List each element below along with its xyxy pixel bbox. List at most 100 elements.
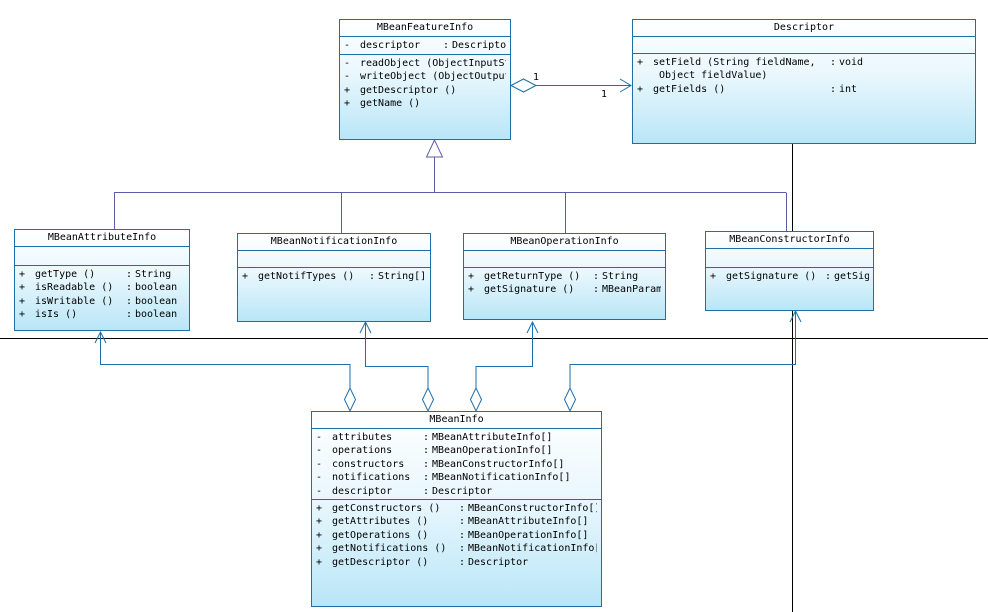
member-type: MBeanOperationInfo[] (432, 445, 553, 457)
class-name: MBeanInfo (312, 412, 601, 429)
type-separator: : (458, 529, 466, 541)
member-type: MBeanOperationInfo[] (468, 529, 589, 541)
aggregation-diamond-attribute (343, 386, 357, 413)
member-row: +getReturnType ():String (468, 270, 661, 283)
class-name: Descriptor (633, 20, 975, 37)
member-name: isReadable () (35, 282, 114, 294)
operation-section: + setField (String fieldName,: void Object… (633, 54, 975, 97)
visibility-marker: + (19, 282, 26, 294)
type-separator: : (125, 269, 133, 280)
member-name: getDescriptor () (332, 556, 429, 568)
attribute-section: -descriptor:Descriptor (340, 37, 510, 55)
open-arrowhead-constructor (789, 309, 802, 323)
member-row: +getAttributes ():MBeanAttributeInfo[] (316, 515, 597, 528)
visibility-marker: - (316, 458, 323, 470)
class-mbeanconstructorinfo[interactable]: MBeanConstructorInfo +getSignature ():ge… (705, 231, 874, 311)
class-mbeanattributeinfo[interactable]: MBeanAttributeInfo +getType ():String+is… (14, 229, 190, 331)
attribute-section (15, 247, 189, 266)
member-row: +getSignature ():MBeanParam (468, 283, 661, 296)
multiplicity-source-label: 1 (533, 72, 539, 83)
operation-section: -readObject (ObjectInputSt-writeObject (… (340, 55, 510, 112)
member-type: MBeanParam (602, 284, 661, 296)
class-descriptor[interactable]: Descriptor + setField (String fieldName,:… (632, 19, 976, 144)
type-separator: : (829, 83, 837, 95)
member-row: +getConstructors ():MBeanConstructorInfo… (316, 502, 597, 515)
attribute-section (633, 37, 975, 54)
type-separator (827, 69, 839, 82)
class-mbeannotificationinfo[interactable]: MBeanNotificationInfo +getNotifTypes ():… (237, 233, 431, 322)
member-name: descriptor (360, 40, 421, 51)
type-separator: : (422, 458, 430, 470)
class-mbeaninfo[interactable]: MBeanInfo -attributes:MBeanAttributeInfo… (311, 411, 602, 607)
member-row: -descriptor:Descriptor (344, 39, 506, 52)
member-row: -attributes:MBeanAttributeInfo[] (316, 431, 597, 444)
member-type: boolean (135, 309, 178, 321)
member-row: Object fieldValue) (637, 69, 971, 82)
member-type: int (839, 83, 858, 95)
member-name: setField (String fieldName, (653, 57, 816, 68)
class-mbeanfeatureinfo[interactable]: MBeanFeatureInfo -descriptor:Descriptor … (339, 19, 511, 140)
type-separator: : (125, 295, 133, 307)
aggregation-notification-line (365, 323, 429, 388)
open-arrowhead-notification (359, 320, 372, 334)
member-name: getAttributes () (332, 516, 429, 528)
member-type: getSig (834, 271, 869, 282)
multiplicity-target-label: 1 (601, 89, 607, 100)
aggregation-diamond-notification (421, 386, 435, 413)
member-name: attributes (332, 432, 393, 443)
type-separator: : (458, 502, 466, 514)
class-mbeanoperationinfo[interactable]: MBeanOperationInfo +getReturnType ():Str… (463, 233, 666, 320)
member-name: getType () (35, 269, 96, 280)
member-name: getReturnType () (484, 271, 581, 282)
aggregation-attribute-line (100, 333, 351, 390)
member-name: getSignature () (484, 284, 575, 296)
member-row: -readObject (ObjectInputSt (344, 57, 506, 70)
type-separator: : (368, 271, 376, 282)
member-type: MBeanAttributeInfo[] (432, 432, 553, 443)
member-name: readObject (ObjectInputSt (360, 58, 506, 69)
member-type: MBeanConstructorInfo[] (432, 458, 565, 470)
member-type: Descriptor (432, 485, 493, 497)
type-separator: : (824, 271, 832, 282)
type-separator: : (422, 472, 430, 484)
visibility-marker: + (19, 269, 26, 280)
member-type: void (839, 57, 864, 68)
operation-section: +getType ():String+isReadable ():boolean… (15, 266, 189, 323)
open-arrowhead-attribute (94, 330, 107, 344)
type-separator: : (442, 40, 450, 51)
member-name: getDescriptor () (360, 84, 457, 96)
type-separator: : (458, 516, 466, 528)
visibility-marker: + (316, 529, 323, 541)
class-name: MBeanOperationInfo (464, 234, 665, 251)
class-name: MBeanAttributeInfo (15, 230, 189, 247)
type-separator: : (125, 282, 133, 294)
member-row: -notifications:MBeanNotificationInfo[] (316, 471, 597, 484)
member-type: MBeanConstructorInfo[] (468, 502, 597, 514)
member-row: +getNotifTypes ():String[] (242, 270, 426, 283)
type-separator: : (422, 445, 430, 457)
operation-section: +getNotifTypes ():String[] (238, 268, 430, 284)
member-type: MBeanNotificationInfo[ (468, 543, 597, 555)
member-name: getFields () (653, 83, 726, 95)
visibility-marker: + (468, 284, 475, 296)
class-name: MBeanFeatureInfo (340, 20, 510, 37)
member-type: boolean (135, 295, 178, 307)
member-type: boolean (135, 282, 178, 294)
member-name: constructors (332, 458, 405, 470)
visibility-marker: + (242, 271, 249, 282)
member-row: +isIs ():boolean (19, 308, 185, 321)
member-type: MBeanNotificationInfo[] (432, 472, 571, 484)
class-name: MBeanNotificationInfo (238, 234, 430, 251)
type-separator: : (422, 432, 430, 443)
type-separator: : (592, 271, 600, 282)
type-separator: : (458, 556, 466, 568)
type-separator: : (458, 543, 466, 555)
visibility-marker: + (316, 516, 323, 528)
member-name: getSignature () (726, 271, 817, 282)
class-name: MBeanConstructorInfo (706, 232, 873, 249)
member-name: Object fieldValue) (653, 70, 768, 82)
attribute-section (238, 251, 430, 268)
member-name: getNotifications () (332, 543, 447, 555)
visibility-marker: + (637, 83, 644, 95)
member-type: String (135, 269, 172, 280)
